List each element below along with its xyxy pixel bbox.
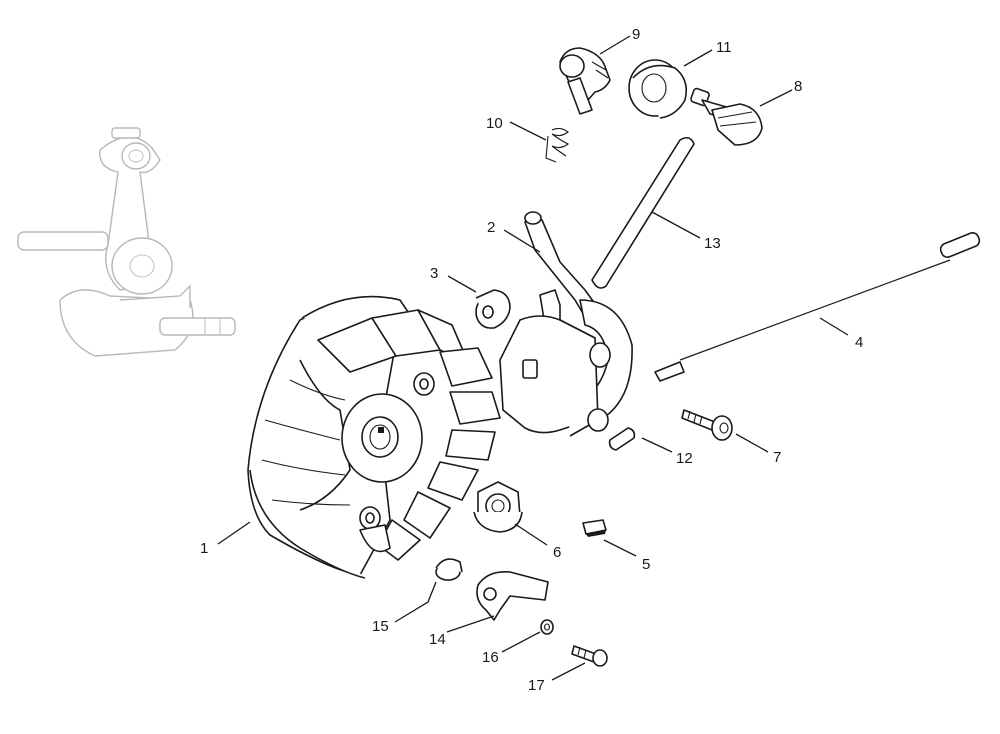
pin-part-12: [608, 427, 636, 451]
leader-2: [503, 229, 541, 253]
callout-12: 12: [676, 450, 693, 467]
leader-11: [683, 49, 713, 67]
callout-7: 7: [773, 449, 781, 466]
callout-5: 5: [642, 556, 650, 573]
crankshaft-ghost: [17, 127, 236, 357]
nut-part-6: [473, 481, 523, 533]
callout-11: 11: [716, 39, 732, 56]
callout-8: 8: [794, 78, 802, 95]
flywheel-part-1: [247, 295, 501, 579]
leader-lines: [217, 35, 849, 681]
leader-3: [447, 275, 477, 293]
key-part-5: [582, 519, 607, 537]
screw-part-7: [681, 409, 733, 441]
leader-8: [759, 89, 793, 107]
leader-14: [446, 615, 495, 633]
callout-13: 13: [704, 235, 721, 252]
grommet-part-11: [628, 59, 688, 119]
callout-15: 15: [372, 618, 389, 635]
callout-3: 3: [430, 265, 438, 282]
leader-4: [819, 317, 849, 336]
callout-2: 2: [487, 219, 495, 236]
bracket-part-14: [476, 570, 549, 621]
callout-14: 14: [429, 631, 446, 648]
callout-1: 1: [200, 540, 208, 557]
washer-part-16: [540, 619, 554, 635]
spring-part-10: [545, 127, 570, 163]
leader-17: [551, 662, 586, 681]
leader-9: [599, 35, 631, 55]
rod-part-13: [591, 136, 695, 289]
leader-12: [641, 437, 673, 453]
callout-6: 6: [553, 544, 561, 561]
callout-4: 4: [855, 334, 863, 351]
leader-10: [509, 121, 547, 141]
callout-9: 9: [632, 26, 640, 43]
ignition-module-part-2: [499, 211, 633, 437]
plug-boot-part-9: [559, 47, 611, 115]
callout-labels: 1 2 3 4 5 6 7 8 9 10 11 12 13 14 15 16 1…: [200, 26, 863, 694]
callout-16: 16: [482, 649, 499, 666]
leader-16: [501, 631, 541, 653]
spark-plug-part-8: [690, 87, 763, 146]
spacer-part-3: [475, 289, 511, 329]
leader-6: [514, 523, 548, 546]
leader-15: [394, 581, 437, 623]
callout-17: 17: [528, 677, 545, 694]
screw-part-17: [571, 645, 608, 667]
leader-13: [651, 211, 701, 239]
ring-part-15: [435, 558, 463, 581]
leader-1: [217, 521, 251, 545]
leader-5: [603, 539, 637, 557]
leader-7: [735, 433, 769, 453]
wire-part-4: [654, 232, 981, 382]
callout-10: 10: [486, 115, 503, 132]
